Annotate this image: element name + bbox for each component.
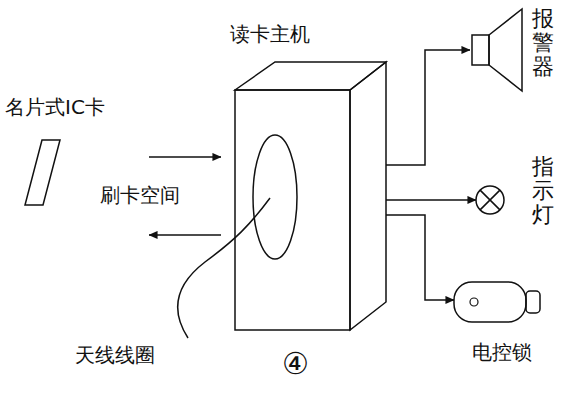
leader-line — [178, 198, 270, 338]
connector-arrow — [386, 199, 476, 201]
speaker-magnet — [472, 35, 489, 65]
speaker-cone — [489, 9, 522, 91]
indicator-lamp: 指示灯 — [474, 135, 560, 255]
connector-arrow — [386, 50, 470, 165]
space-label: 刷卡空间 — [100, 183, 180, 207]
box-top — [235, 62, 386, 90]
coil-label: 天线线圈 — [75, 343, 155, 367]
node-label: 读卡主机 — [230, 22, 310, 46]
connector-arrow — [149, 234, 221, 236]
connector-arrow — [386, 215, 454, 300]
connector-arrow — [149, 156, 221, 158]
lock-body — [454, 282, 526, 322]
reader-host: 读卡主机 — [225, 22, 386, 337]
alarm-speaker: 报警器 — [470, 5, 560, 105]
node-label: 报警器 — [532, 7, 554, 80]
node-label: 名片式IC卡 — [5, 95, 105, 119]
figure-number: ④ — [282, 346, 309, 382]
box-front — [235, 90, 350, 330]
node-label: 电控锁 — [472, 340, 532, 364]
card-shape — [25, 140, 60, 205]
lock-keyhole — [470, 298, 478, 306]
node-label: 指示灯 — [532, 155, 554, 228]
antenna-coil — [253, 135, 297, 259]
lock-bolt — [526, 291, 540, 313]
box-side — [350, 62, 386, 330]
electric-lock: 电控锁 — [452, 280, 560, 376]
reader-host-icon — [225, 22, 386, 337]
lamp-symbol — [476, 186, 504, 214]
lamp-cross — [480, 190, 500, 210]
